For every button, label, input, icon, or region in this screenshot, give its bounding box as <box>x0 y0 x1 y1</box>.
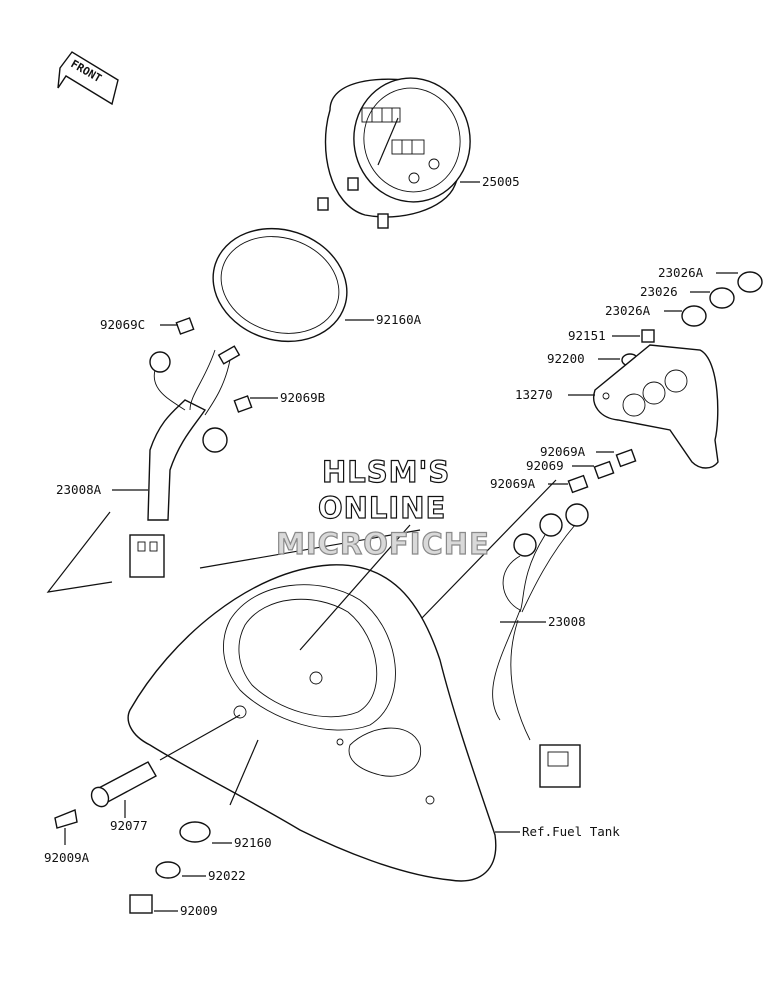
callout-13270: 13270 <box>515 387 553 402</box>
indicator-bracket-part <box>568 329 719 469</box>
meter-cover-part <box>127 524 520 882</box>
callout-92200: 92200 <box>547 351 585 366</box>
callout-92009: 92009 <box>180 903 218 918</box>
callout-92069: 92069 <box>526 458 564 473</box>
watermark-line3: MICROFICHE <box>276 527 490 561</box>
gauge-ring-part <box>212 227 374 343</box>
right-harness-part <box>419 448 637 788</box>
left-harness-part <box>46 317 421 593</box>
callout-ref-fuel-tank: Ref.Fuel Tank <box>522 824 620 839</box>
callout-23026: 23026 <box>640 284 678 299</box>
callout-92077: 92077 <box>110 818 148 833</box>
callout-92069A-top: 92069A <box>540 444 586 459</box>
callout-23008: 23008 <box>548 614 586 629</box>
callout-92160A: 92160A <box>376 312 422 327</box>
callout-92151: 92151 <box>568 328 606 343</box>
indicator-caps-part <box>664 271 763 327</box>
callout-92160: 92160 <box>234 835 272 850</box>
watermark-line1: HLSM'S <box>322 455 450 489</box>
callout-23026A-top: 23026A <box>658 265 704 280</box>
callout-92069C: 92069C <box>100 317 145 332</box>
front-arrow-icon: FRONT <box>57 51 119 106</box>
callout-92069B: 92069B <box>280 390 325 405</box>
callout-23026A-bottom: 23026A <box>605 303 651 318</box>
callout-92069A-bottom: 92069A <box>490 476 536 491</box>
watermark-line2: ONLINE <box>318 491 446 525</box>
callout-92022: 92022 <box>208 868 246 883</box>
mounting-hardware-part <box>54 714 259 914</box>
callout-23008A: 23008A <box>56 482 102 497</box>
speedometer-part <box>317 77 480 229</box>
callout-92009A: 92009A <box>44 850 90 865</box>
callout-25005: 25005 <box>482 174 520 189</box>
